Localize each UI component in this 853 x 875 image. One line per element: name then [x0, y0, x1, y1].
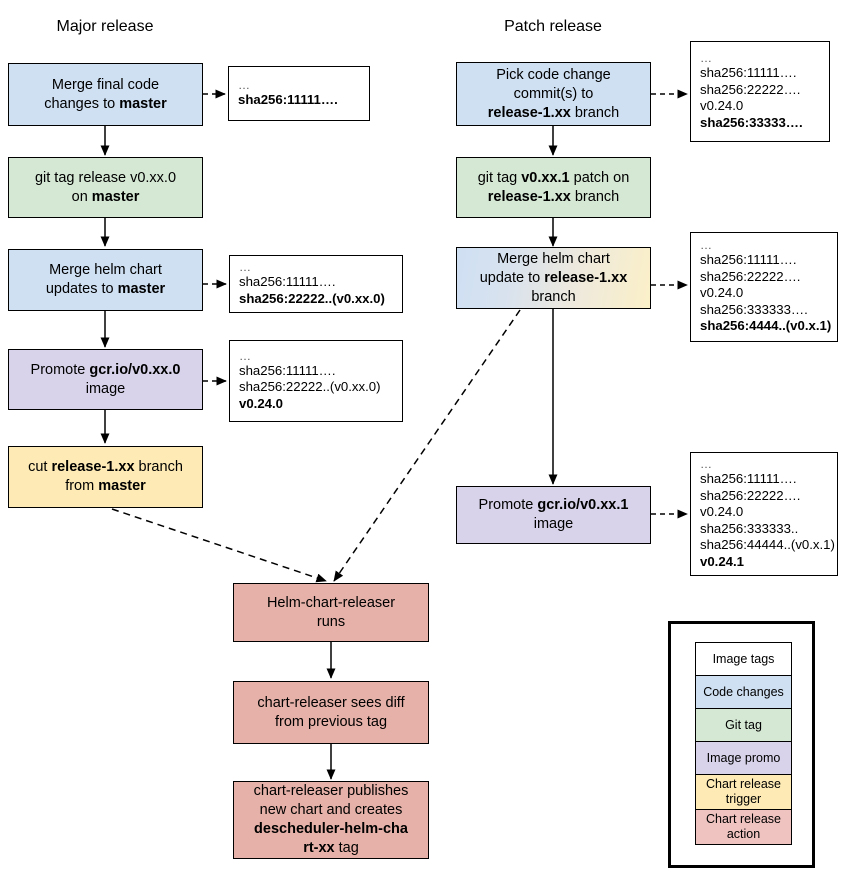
legend-item-chart-release-trigger: Chart release trigger — [695, 774, 792, 810]
legend-item-image-promo-label: Image promo — [706, 750, 781, 765]
legend: Image tags Code changes Git tag Image pr… — [668, 621, 815, 868]
tagbox-major-3-line-3: v0.24.0 — [239, 395, 283, 411]
tagbox-patch-3-line-1: sha256:11111…. — [700, 471, 797, 486]
tagbox-patch-2-line-5: sha256:4444..(v0.x.1) — [700, 318, 832, 334]
tagbox-patch-2-line-2: sha256:22222…. — [700, 268, 801, 284]
tagbox-patch-2-line-1: sha256:11111…. — [700, 252, 797, 268]
legend-items: Image tags Code changes Git tag Image pr… — [695, 642, 792, 845]
tagbox-patch-1-line-0: … — [700, 51, 713, 65]
tagbox-patch-1: … sha256:11111…. sha256:22222…. v0.24.0 … — [690, 41, 830, 142]
legend-item-image-promo: Image promo — [695, 741, 792, 775]
major-release-title: Major release — [56, 18, 154, 35]
tagbox-major-3-line-2: sha256:22222..(v0.xx.0) — [239, 379, 381, 395]
tagbox-patch-3: … sha256:11111…. sha256:22222…. v0.24.0 … — [690, 452, 838, 576]
tagbox-patch-2: … sha256:11111…. sha256:22222…. v0.24.0 … — [690, 232, 838, 342]
tagbox-patch-3-line-2: sha256:22222…. — [700, 487, 801, 503]
tagbox-major-2-line-2: sha256:22222..(v0.xx.0) — [239, 290, 385, 306]
legend-item-code-changes-label: Code changes — [703, 684, 784, 699]
tagbox-major-1-line-1: sha256:11111…. — [238, 91, 338, 107]
legend-item-git-tag-label: Git tag — [725, 717, 762, 732]
tagbox-patch-3-line-4: sha256:333333.. — [700, 520, 799, 536]
tagbox-major-3-line-1: sha256:11111…. — [239, 362, 336, 378]
tagbox-major-1: … sha256:11111…. — [228, 66, 370, 121]
tagbox-patch-2-line-0: … — [700, 238, 713, 253]
patch-release-title: Patch release — [504, 18, 602, 35]
tagbox-patch-1-line-2: sha256:22222…. — [700, 81, 801, 97]
tagbox-patch-3-line-5: sha256:44444..(v0.x.1) — [700, 537, 835, 552]
tagbox-major-1-line-0: … — [238, 77, 251, 92]
tagbox-major-2-line-1: sha256:11111…. — [239, 274, 336, 289]
tagbox-major-2: … sha256:11111…. sha256:22222..(v0.xx.0) — [229, 255, 403, 313]
tagbox-patch-1-line-3: v0.24.0 — [700, 98, 744, 113]
tagbox-patch-1-line-4: sha256:33333…. — [700, 114, 803, 130]
legend-item-chart-release-action: Chart release action — [695, 809, 792, 845]
tagbox-patch-3-line-3: v0.24.0 — [700, 504, 744, 519]
tagbox-patch-3-line-6: v0.24.1 — [700, 553, 744, 569]
legend-item-chart-release-action-label: Chart release action — [705, 812, 782, 841]
legend-item-code-changes: Code changes — [695, 675, 792, 709]
tagbox-patch-3-line-0: … — [700, 457, 713, 471]
legend-item-git-tag: Git tag — [695, 708, 792, 742]
tagbox-patch-1-line-1: sha256:11111…. — [700, 65, 797, 80]
legend-item-image-tags-label: Image tags — [712, 651, 775, 666]
legend-item-chart-release-trigger-label: Chart release trigger — [705, 777, 782, 806]
legend-item-image-tags: Image tags — [695, 642, 792, 676]
tagbox-major-2-line-0: … — [239, 260, 252, 274]
tagbox-patch-2-line-4: sha256:333333…. — [700, 301, 808, 317]
tagbox-patch-2-line-3: v0.24.0 — [700, 285, 744, 301]
tagbox-major-3-line-0: … — [239, 348, 252, 363]
tagbox-major-3: … sha256:11111…. sha256:22222..(v0.xx.0)… — [229, 340, 403, 422]
